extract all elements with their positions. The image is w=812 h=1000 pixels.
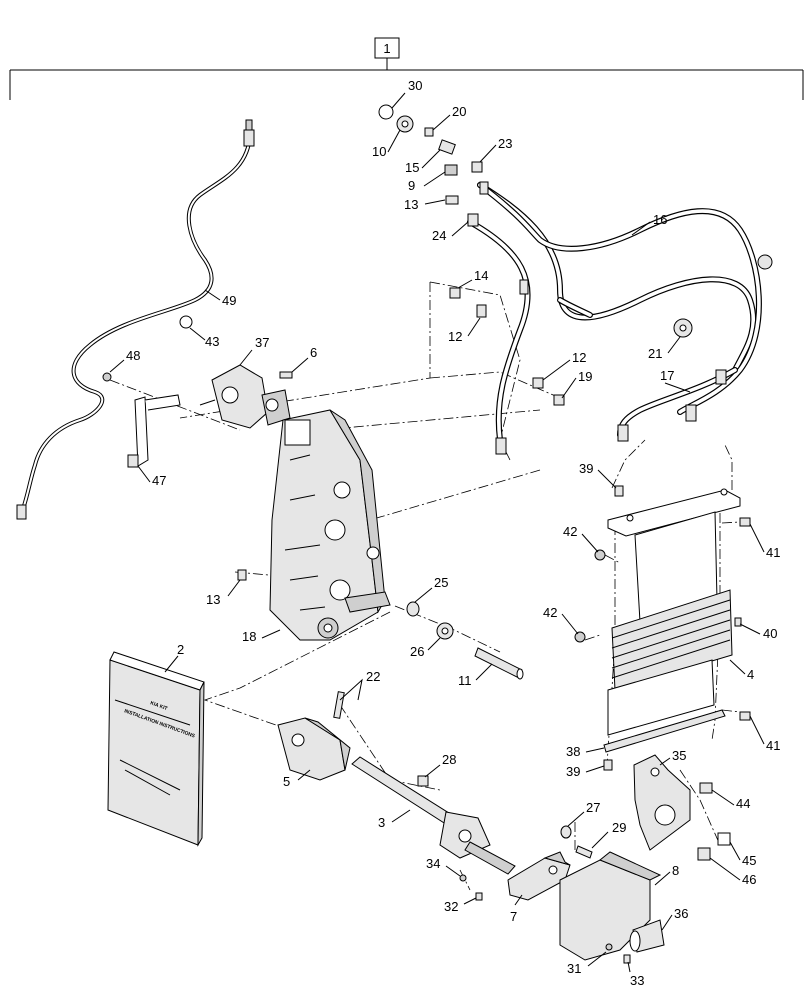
- callout-49: 49: [222, 293, 236, 308]
- callout-41-lower: 41: [766, 738, 780, 753]
- callout-11: 11: [458, 673, 472, 688]
- callout-21: 21: [648, 346, 662, 361]
- callout-40: 40: [763, 626, 777, 641]
- callout-6: 6: [310, 345, 317, 360]
- bracket-35: [633, 754, 731, 861]
- callout-10: 10: [372, 144, 386, 159]
- callout-1: 1: [383, 41, 390, 56]
- callout-44: 44: [736, 796, 750, 811]
- callout-19: 19: [578, 369, 592, 384]
- callout-39-upper: 39: [579, 461, 593, 476]
- callout-5: 5: [283, 774, 290, 789]
- callout-48: 48: [126, 348, 140, 363]
- callout-29: 29: [612, 820, 626, 835]
- callout-9: 9: [408, 178, 415, 193]
- fittings-top: [378, 104, 489, 227]
- bracket-47: [102, 315, 193, 468]
- callout-4: 4: [747, 667, 754, 682]
- callout-42-lower: 42: [543, 605, 557, 620]
- fittings-middle: [449, 254, 773, 406]
- oil-cooler-4: [574, 485, 751, 771]
- callout-17: 17: [660, 368, 674, 383]
- clamp-7: [459, 851, 571, 901]
- assembly-bracket: [9, 37, 804, 100]
- callout-20: 20: [452, 104, 466, 119]
- callout-38: 38: [566, 744, 580, 759]
- callout-32: 32: [444, 899, 458, 914]
- callout-13-top: 13: [404, 197, 418, 212]
- yoke-5: [277, 691, 351, 781]
- callout-16: 16: [653, 212, 667, 227]
- callout-34: 34: [426, 856, 440, 871]
- callout-36: 36: [674, 906, 688, 921]
- callout-31: 31: [567, 961, 581, 976]
- callout-12-lower: 12: [572, 350, 586, 365]
- callout-26: 26: [410, 644, 424, 659]
- callout-14: 14: [474, 268, 488, 283]
- shaft-3: [351, 756, 516, 875]
- callout-47: 47: [152, 473, 166, 488]
- callout-13-left: 13: [206, 592, 220, 607]
- valve-37: [199, 364, 293, 429]
- callout-35: 35: [672, 748, 686, 763]
- hydraulic-hoses: [467, 182, 762, 455]
- callout-27: 27: [586, 800, 600, 815]
- callout-37: 37: [255, 335, 269, 350]
- callout-39-lower: 39: [566, 764, 580, 779]
- callout-30: 30: [408, 78, 422, 93]
- shield-8: [559, 851, 665, 964]
- wiring-harness: [16, 119, 255, 520]
- callout-43: 43: [205, 334, 219, 349]
- callout-12-upper: 12: [448, 329, 462, 344]
- callout-42-upper: 42: [563, 524, 577, 539]
- callout-41-upper: 41: [766, 545, 780, 560]
- callout-28: 28: [442, 752, 456, 767]
- bolt-13: [237, 569, 247, 581]
- callout-25: 25: [434, 575, 448, 590]
- callout-2: 2: [177, 642, 184, 657]
- callout-23: 23: [498, 136, 512, 151]
- callout-18: 18: [242, 629, 256, 644]
- callout-24: 24: [432, 228, 446, 243]
- manual-title-line1: KIA KIT: [149, 700, 168, 712]
- installation-manual: [107, 651, 205, 847]
- callout-46: 46: [742, 872, 756, 887]
- callout-3: 3: [378, 815, 385, 830]
- callout-15: 15: [405, 160, 419, 175]
- callout-33: 33: [630, 973, 644, 988]
- callout-7: 7: [510, 909, 517, 924]
- bolt-29-washer-27: [560, 825, 593, 859]
- callout-8: 8: [672, 863, 679, 878]
- pin-parts: [406, 601, 524, 680]
- callout-45: 45: [742, 853, 756, 868]
- callout-22: 22: [366, 669, 380, 684]
- gearbox-18: [269, 409, 391, 641]
